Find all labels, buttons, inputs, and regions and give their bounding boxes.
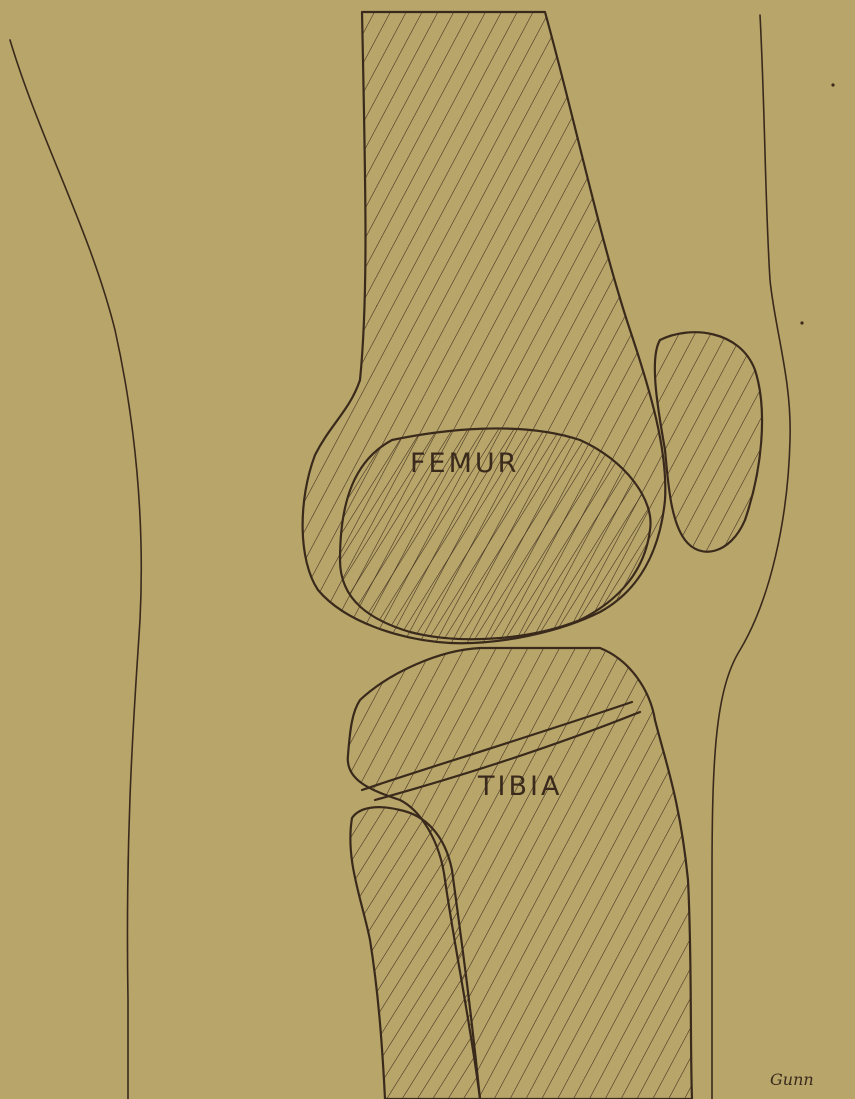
artist-signature: Gunn — [770, 1070, 814, 1089]
speck — [831, 83, 834, 86]
tibia-label: TIBIA — [477, 771, 562, 802]
leg-posterior-outline — [10, 40, 141, 1099]
leg-anterior-outline — [712, 15, 790, 1099]
femur-label: FEMUR — [410, 448, 519, 479]
patella — [655, 332, 762, 551]
speck — [800, 321, 803, 324]
